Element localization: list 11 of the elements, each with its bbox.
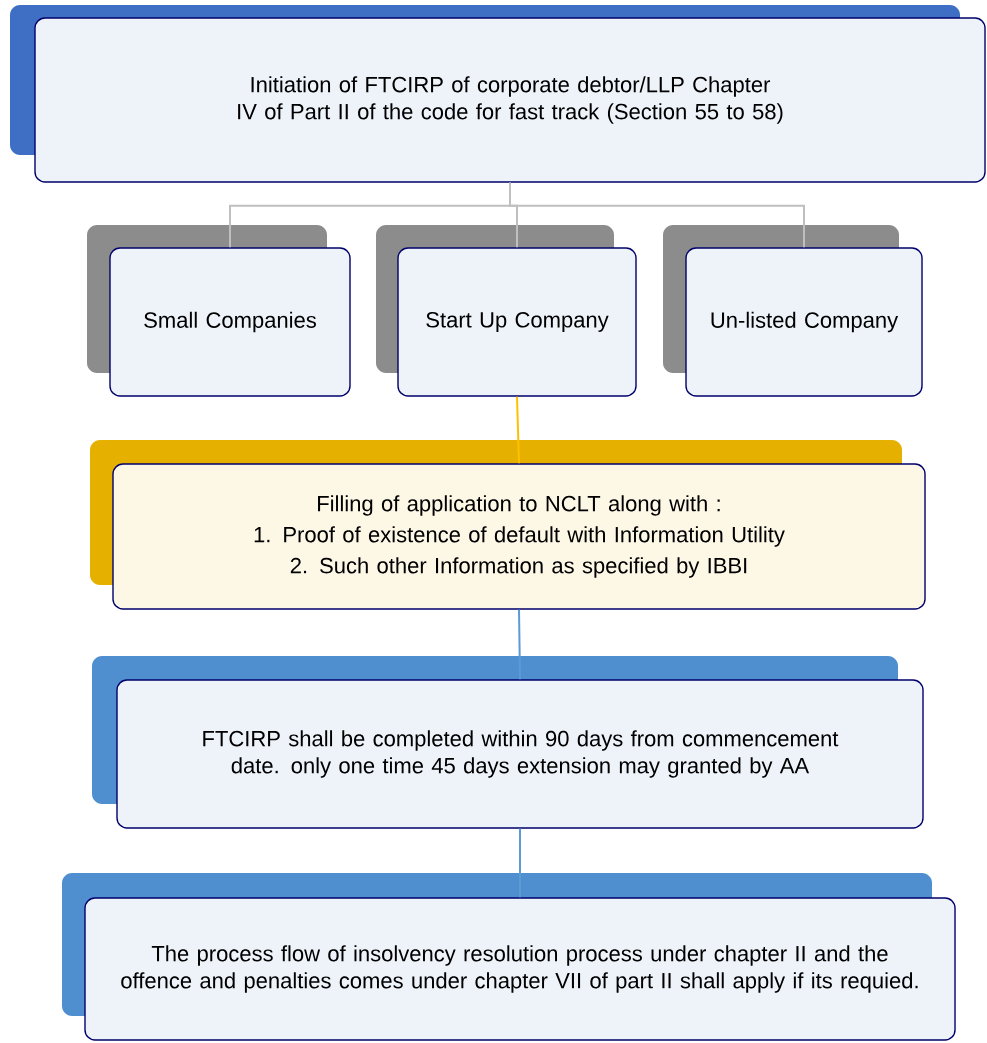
connector-line [509, 181, 805, 249]
connector-line [519, 827, 521, 899]
process-box: Initiation of FTCIRP of corporate debtor/LLP Chapter IV of Part II of the code for fast track (Section 55 to 58) [10, 5, 986, 183]
process-box: FTCIRP shall be completed within 90 days from commencement date. only one time 45 days extension may granted by AA [92, 656, 924, 829]
process-box: Un-listed Company [663, 225, 923, 397]
connector-line [518, 608, 521, 681]
process-box: Small Companies [87, 225, 351, 397]
connector-line [516, 395, 520, 465]
process-box: Start Up Company [376, 225, 637, 397]
process-box: Filling of application to NCLT along with : 1. Proof of existence of default with Information Utility 2. Such other Information as specified by IBBI [90, 440, 926, 610]
process-box: The process flow of insolvency resolution process under chapter II and the offence and penalties comes under chapter VII of part II shall apply if its requied. [62, 873, 956, 1041]
